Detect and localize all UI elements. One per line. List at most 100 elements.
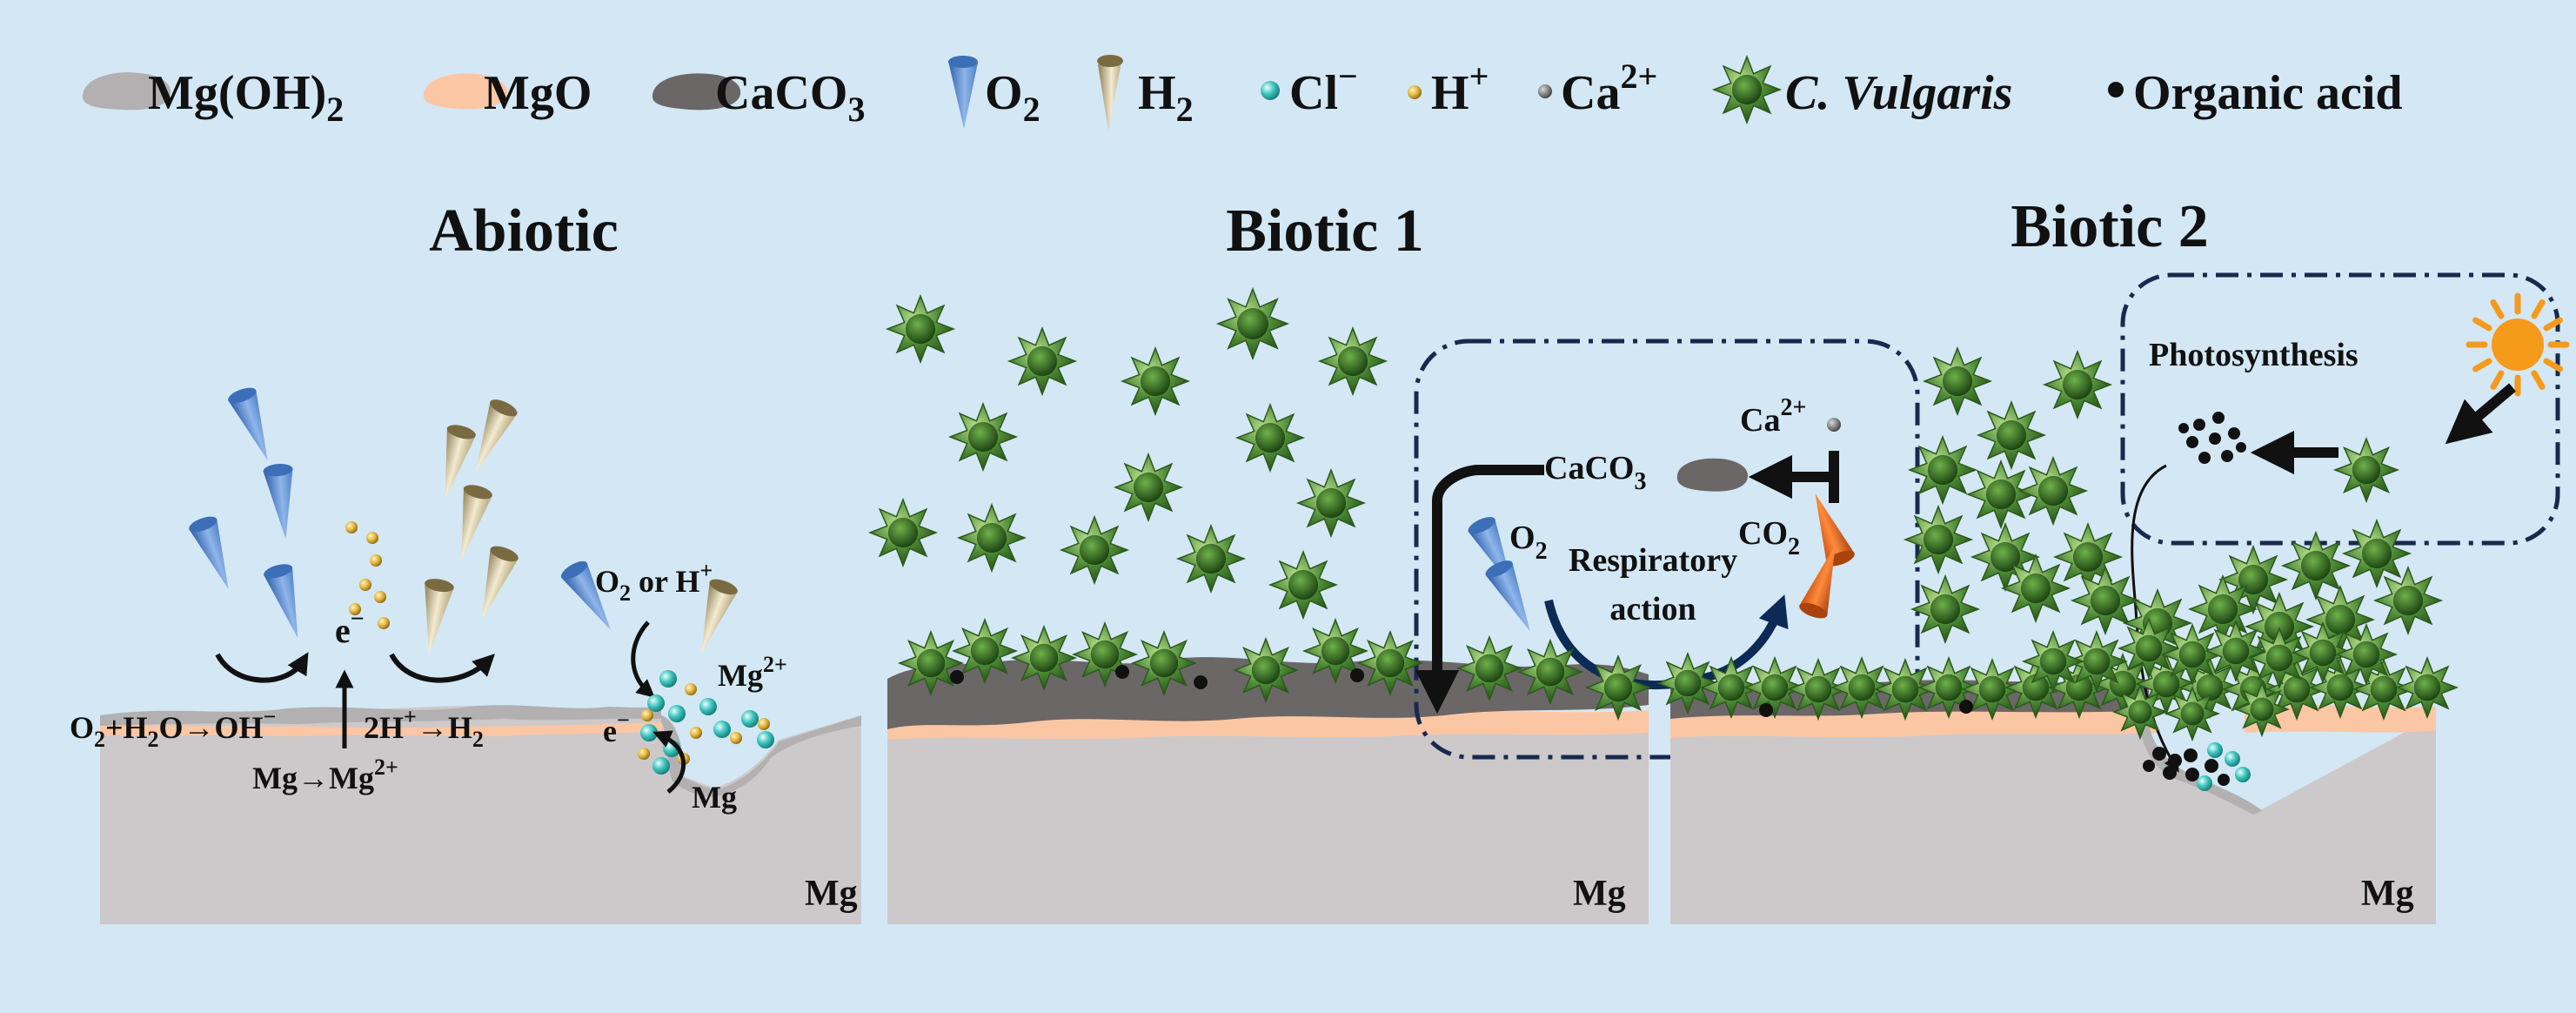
mgo-layer-abiotic <box>100 722 663 736</box>
sunlight-arrow <box>2445 383 2516 445</box>
chlorella-cell <box>2332 436 2400 504</box>
mg-oxidation-reaction: Mg→Mg <box>252 761 374 795</box>
pit-oxidant-sup: + <box>699 558 713 583</box>
caco3-sub-biotic-1: 3 <box>1634 468 1646 495</box>
co2-sub-biotic-1: 2 <box>1788 533 1800 560</box>
chlorella-cell <box>2017 455 2089 527</box>
mg-substrate-biotic-2 <box>1670 715 2436 924</box>
legend-label-o2: O <box>985 66 1023 120</box>
legend-label-ca: Ca <box>1561 66 1620 120</box>
h2-molecule <box>445 425 476 500</box>
mg-oh2-pellet-icon <box>82 72 171 111</box>
pit-electron-sup: − <box>617 708 630 733</box>
mg-substrate-biotic-1 <box>887 714 1649 924</box>
chlorella-cell <box>2334 622 2399 687</box>
legend-subscript-caco3: 3 <box>847 90 865 129</box>
chlorella-cell <box>2042 349 2113 420</box>
chlorella-cell <box>2117 616 2181 681</box>
svg-text:CaCO3: CaCO3 <box>1544 450 1646 495</box>
caco3-label-biotic-1: CaCO <box>1544 450 1634 486</box>
svg-text:Mg(OH)2: Mg(OH)2 <box>148 66 344 129</box>
chlorella-cell <box>1113 452 1184 523</box>
chlorella-cell <box>1830 655 1894 720</box>
chlorella-cells <box>867 286 2459 742</box>
chlorella-cell <box>867 497 939 568</box>
chlorella-cell <box>2187 574 2258 645</box>
proton-cluster-abiotic <box>345 521 390 629</box>
h2-molecule <box>482 546 519 621</box>
legend: Mg(OH)2 MgO CaCO3 O2 H2 Cl− H+ Ca2+ C. V… <box>82 54 2403 131</box>
caco3-pellet-biotic-1 <box>1676 458 1749 492</box>
svg-text:CO2: CO2 <box>1738 515 1800 560</box>
oxygen-reaction-part: +H <box>105 710 148 745</box>
svg-text:e−: e− <box>335 606 365 650</box>
pit-ion-label: Mg <box>718 658 763 693</box>
h2-cone-icon <box>1097 55 1123 131</box>
chlorella-cell <box>1743 655 1807 720</box>
chlorella-cell <box>2000 553 2071 624</box>
o2-molecule <box>1485 560 1530 632</box>
legend-label-cl: Cl <box>1289 66 1338 120</box>
legend-superscript-cl: − <box>1338 57 1358 96</box>
chlorella-cell <box>1699 655 1763 720</box>
biotic-2-panel: Mg Photosynthesis <box>1670 272 2570 924</box>
chlorella-cell <box>1516 638 1584 706</box>
chlorella-cell <box>1965 459 2037 530</box>
pit-oxidant-label: O <box>595 564 619 599</box>
h2-evolution-arrow <box>389 653 495 683</box>
mg-oxidation-sup: 2+ <box>374 755 398 780</box>
pit-wall-abiotic <box>661 715 861 797</box>
co2-molecule <box>1815 493 1855 567</box>
chlorella-cell <box>951 617 1019 685</box>
legend-superscript-ca: 2+ <box>1620 57 1657 96</box>
chlorella-cell <box>1215 286 1290 361</box>
legend-label-organic-acid: Organic acid <box>2133 66 2403 120</box>
svg-text:O2 or H+: O2 or H+ <box>595 558 713 606</box>
chlorella-cell <box>1656 651 1720 715</box>
calcium-label-biotic-1: Ca <box>1740 402 1780 439</box>
organic-acid-dot <box>1350 668 1364 682</box>
oxygen-reaction-part: O <box>70 710 94 745</box>
proton-ball-icon <box>1408 85 1422 99</box>
electron-label-abiotic: e <box>335 611 351 650</box>
o2-molecule <box>560 560 611 630</box>
svg-text:CaCO3: CaCO3 <box>715 66 865 129</box>
organic-acid-dot-icon <box>2108 82 2124 97</box>
chlorella-cell <box>1130 629 1198 697</box>
legend-label-mgo: MgO <box>484 66 592 120</box>
hydrogen-reaction-part: 2H <box>364 710 404 745</box>
svg-text:O2: O2 <box>985 66 1040 129</box>
chlorella-cell <box>885 293 956 365</box>
sun-icon <box>2466 292 2570 397</box>
calcium-sup-biotic-1: 2+ <box>1780 394 1806 421</box>
caco3-deposition-arrow <box>1415 465 1544 714</box>
o2-molecule <box>264 564 298 639</box>
co2-molecule <box>1799 544 1836 619</box>
organic-acid-dot <box>1759 703 1773 717</box>
respiration-label-line1: Respiratory <box>1569 542 1737 579</box>
chlorella-cell <box>1455 634 1523 702</box>
chlorella-cell <box>1584 654 1652 721</box>
organic-acid-dot <box>950 670 964 684</box>
chlorella-cell <box>1317 325 1388 397</box>
h2-molecule <box>701 579 738 654</box>
pit-electron-arrow <box>652 730 686 794</box>
legend-label-c-vulgaris: C. Vulgaris <box>1785 66 2012 120</box>
chlorella-cell <box>1922 345 1993 417</box>
chlorella-cell <box>2372 565 2444 636</box>
calcium-ball-icon <box>1538 84 1552 98</box>
o2-molecule <box>263 464 293 540</box>
oxygen-reaction-sub: 2 <box>148 727 159 752</box>
chlorella-cell <box>1976 399 2047 471</box>
panel-title-biotic-1: Biotic 1 <box>1226 198 1423 265</box>
pit-oxidant-sub: 2 <box>619 580 631 606</box>
legend-label-h: H <box>1431 66 1469 120</box>
o2-molecule <box>228 387 268 460</box>
chlorella-cell <box>1010 624 1078 692</box>
organic-acid-dot <box>1194 675 1208 689</box>
svg-text:O2+H2O→OH−: O2+H2O→OH− <box>70 704 276 752</box>
oxygen-reaction-part: O→OH <box>159 710 264 745</box>
substrate-label-abiotic: Mg <box>805 874 858 914</box>
respiration-label-line2: action <box>1609 591 1696 627</box>
o2-cone-icon <box>948 56 978 129</box>
